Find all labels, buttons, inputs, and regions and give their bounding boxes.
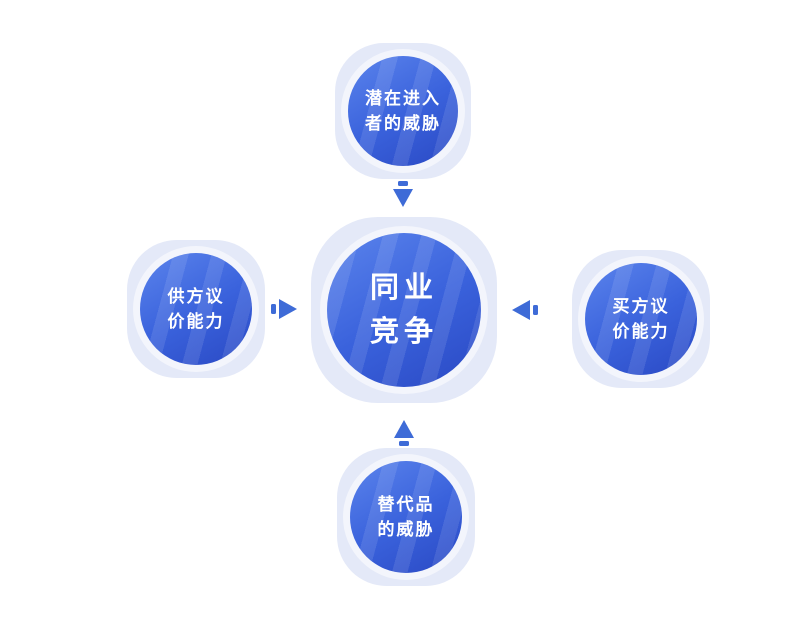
node-potential-entrants: 潜在进入 者的威胁 bbox=[335, 43, 471, 179]
node-buyer-power-label: 买方议 价能力 bbox=[613, 294, 670, 344]
arrow-left-icon bbox=[512, 300, 538, 320]
node-supplier-power: 供方议 价能力 bbox=[127, 240, 265, 378]
node-potential-entrants-label: 潜在进入 者的威胁 bbox=[365, 86, 441, 136]
arrow-up-icon bbox=[394, 420, 414, 446]
node-circle: 潜在进入 者的威胁 bbox=[348, 56, 458, 166]
node-circle: 供方议 价能力 bbox=[140, 253, 252, 365]
label-line: 买方议 bbox=[612, 297, 670, 316]
label-line: 供方议 bbox=[167, 287, 225, 306]
label-line: 替代品 bbox=[377, 495, 435, 514]
node-supplier-power-label: 供方议 价能力 bbox=[168, 284, 225, 334]
node-outer-shape: 买方议 价能力 bbox=[572, 250, 710, 388]
node-substitutes-label: 替代品 的威胁 bbox=[378, 492, 435, 542]
label-line: 同业 bbox=[369, 272, 438, 304]
label-line: 潜在进入 bbox=[365, 89, 441, 108]
node-outer-shape: 供方议 价能力 bbox=[127, 240, 265, 378]
node-buyer-power: 买方议 价能力 bbox=[572, 250, 710, 388]
label-line: 价能力 bbox=[167, 312, 225, 331]
node-outer-shape: 潜在进入 者的威胁 bbox=[335, 43, 471, 179]
arrow-right-icon bbox=[271, 299, 297, 319]
node-circle: 同业 竞争 bbox=[327, 233, 481, 387]
label-line: 者的威胁 bbox=[365, 114, 441, 133]
node-outer-shape: 同业 竞争 bbox=[311, 217, 497, 403]
label-line: 的威胁 bbox=[377, 520, 435, 539]
arrow-down-icon bbox=[393, 181, 413, 207]
label-line: 竞争 bbox=[369, 316, 438, 348]
node-circle: 替代品 的威胁 bbox=[350, 461, 462, 573]
node-circle: 买方议 价能力 bbox=[585, 263, 697, 375]
node-substitutes: 替代品 的威胁 bbox=[337, 448, 475, 586]
node-industry-rivalry: 同业 竞争 bbox=[311, 217, 497, 403]
label-line: 价能力 bbox=[612, 322, 670, 341]
node-industry-rivalry-label: 同业 竞争 bbox=[370, 266, 438, 354]
node-outer-shape: 替代品 的威胁 bbox=[337, 448, 475, 586]
